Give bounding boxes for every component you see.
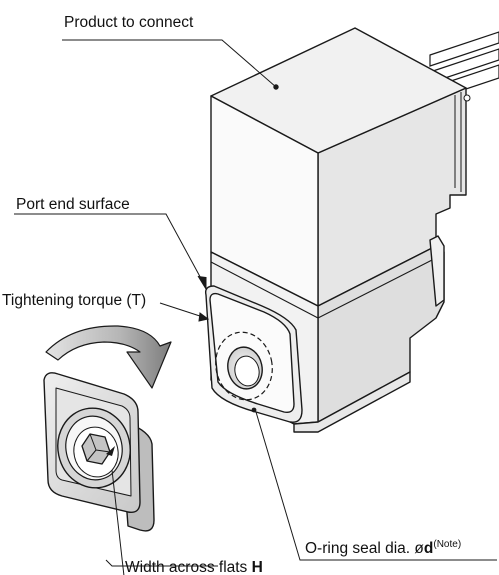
label-oring-seal-dia: O-ring seal dia. ød(Note) (305, 539, 461, 557)
oring-seal-circle (215, 331, 273, 401)
torque-arrow-icon (45, 325, 172, 389)
product-body (210, 27, 471, 307)
oring-symbol: d (424, 540, 433, 557)
port-end-surface (204, 285, 303, 423)
label-product-to-connect: Product to connect (64, 14, 194, 31)
oring-note: (Note) (433, 539, 461, 550)
side-screw (463, 94, 471, 102)
width-symbol: H (252, 559, 263, 575)
leader-lines (14, 39, 497, 575)
width-prefix: Width across flats (125, 559, 252, 575)
label-width-across-flats: Width across flats H (125, 559, 263, 575)
label-port-end-surface: Port end surface (16, 196, 130, 213)
label-tightening-torque: Tightening torque (T) (2, 292, 146, 309)
oring-prefix: O-ring seal dia. ø (305, 540, 424, 557)
fitting-plug (43, 372, 155, 532)
